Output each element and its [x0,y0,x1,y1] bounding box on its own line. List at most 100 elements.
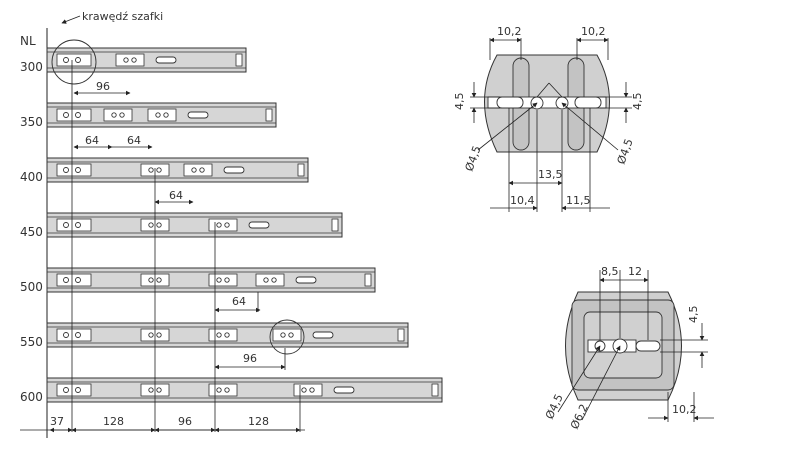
bracket-hole [119,112,125,118]
nl-label: NL [20,34,36,48]
front-bracket [56,163,92,177]
diameter-label: Ø4,5 [463,144,484,173]
length-label: 600 [20,390,43,404]
bracket-hole [63,387,69,393]
bracket-hole [75,167,81,173]
leader-line [557,345,601,413]
rail-end-tab [331,218,339,232]
center-mark [548,82,563,98]
bracket-hole [148,167,154,173]
bracket-hole [224,277,230,283]
rail-slot [312,331,334,339]
front-bracket [56,328,92,342]
dim-label: 64 [127,134,141,147]
bracket-hole [224,332,230,338]
rail-end-tab [364,273,372,287]
rail-slot [223,166,245,174]
bracket-hole [131,57,137,63]
bracket-hole [75,277,81,283]
bracket-hole [63,222,69,228]
dim-label: 64 [232,295,246,308]
front-bracket [56,273,92,287]
rail-slot [155,56,177,64]
dim-label: 96 [178,415,192,428]
dim-label: 128 [248,415,269,428]
diameter-label: Ø4,5 [615,137,636,166]
length-label: 350 [20,115,43,129]
bracket-hole [148,387,154,393]
length-label: 400 [20,170,43,184]
mount-bracket [255,273,285,287]
dim-label: 4,5 [631,93,644,111]
bracket-hole [75,222,81,228]
rail-end-tab [235,53,243,67]
length-label: 300 [20,60,43,74]
dim-label: 64 [169,189,183,202]
bracket-hole [309,387,315,393]
rails-group [46,47,443,403]
bracket-hole [63,167,69,173]
dim-label: 10,2 [497,25,522,38]
bracket-hole [148,332,154,338]
bracket-hole [271,277,277,283]
slide-length-drawing: NL krawędź szafki 300 350 400 450 500 55… [20,10,443,438]
bracket-hole [224,222,230,228]
mounting-plate-detail-top: 10,2 10,2 4,5 4,5 Ø4,5 Ø4,5 13,5 10,4 11… [453,25,644,212]
cabinet-edge-label: krawędź szafki [82,10,163,23]
bracket-hole [75,57,81,63]
dim-label: 10,2 [672,403,697,416]
center-mark [536,82,550,98]
mount-bracket [115,53,145,67]
diameter-label: Ø4,5 [543,392,566,421]
bracket-hole [75,387,81,393]
front-bracket [56,53,92,67]
length-label: 500 [20,280,43,294]
dim-label: 4,5 [687,306,700,324]
bracket-hole [63,57,69,63]
dim-label: 8,5 [601,265,619,278]
bracket-hole [199,167,205,173]
highlight-circle [269,319,305,355]
bracket-hole [216,387,222,393]
slide-rail [46,377,443,403]
front-bracket [56,383,92,397]
bracket-hole [156,387,162,393]
dim-label: 12 [628,265,642,278]
bracket-hole [156,167,162,173]
dim-label: 4,5 [453,93,466,111]
rail-end-tab [265,108,273,122]
rail-slot [295,276,317,284]
leader-line [477,102,538,151]
bracket-hole [155,112,161,118]
bracket-hole [163,112,169,118]
mount-bracket [272,328,302,342]
slot-hole [635,340,661,352]
mount-bracket [103,108,133,122]
mount-bracket [208,328,238,342]
bracket-hole [156,222,162,228]
leader-line [581,345,621,421]
mount-bracket [208,383,238,397]
dim-label: 13,5 [538,168,563,181]
bracket-hole [63,112,69,118]
mount-bracket [147,108,177,122]
rail-slot [333,386,355,394]
bracket-hole [123,57,129,63]
bracket-hole [75,112,81,118]
bracket-hole [148,277,154,283]
mount-bracket [183,163,213,177]
bracket-hole [63,277,69,283]
bracket-hole [75,332,81,338]
rail-end-tab [431,383,439,397]
bracket-hole [216,277,222,283]
bracket-hole [111,112,117,118]
diameter-label: Ø6,2 [568,402,591,431]
edge-leader-line [61,15,81,24]
bracket-hole [224,387,230,393]
dim-label: 10,2 [581,25,606,38]
dim-label: 96 [243,352,257,365]
dim-label: 11,5 [566,194,591,207]
dim-label: 37 [50,415,64,428]
mount-bracket [293,383,323,397]
